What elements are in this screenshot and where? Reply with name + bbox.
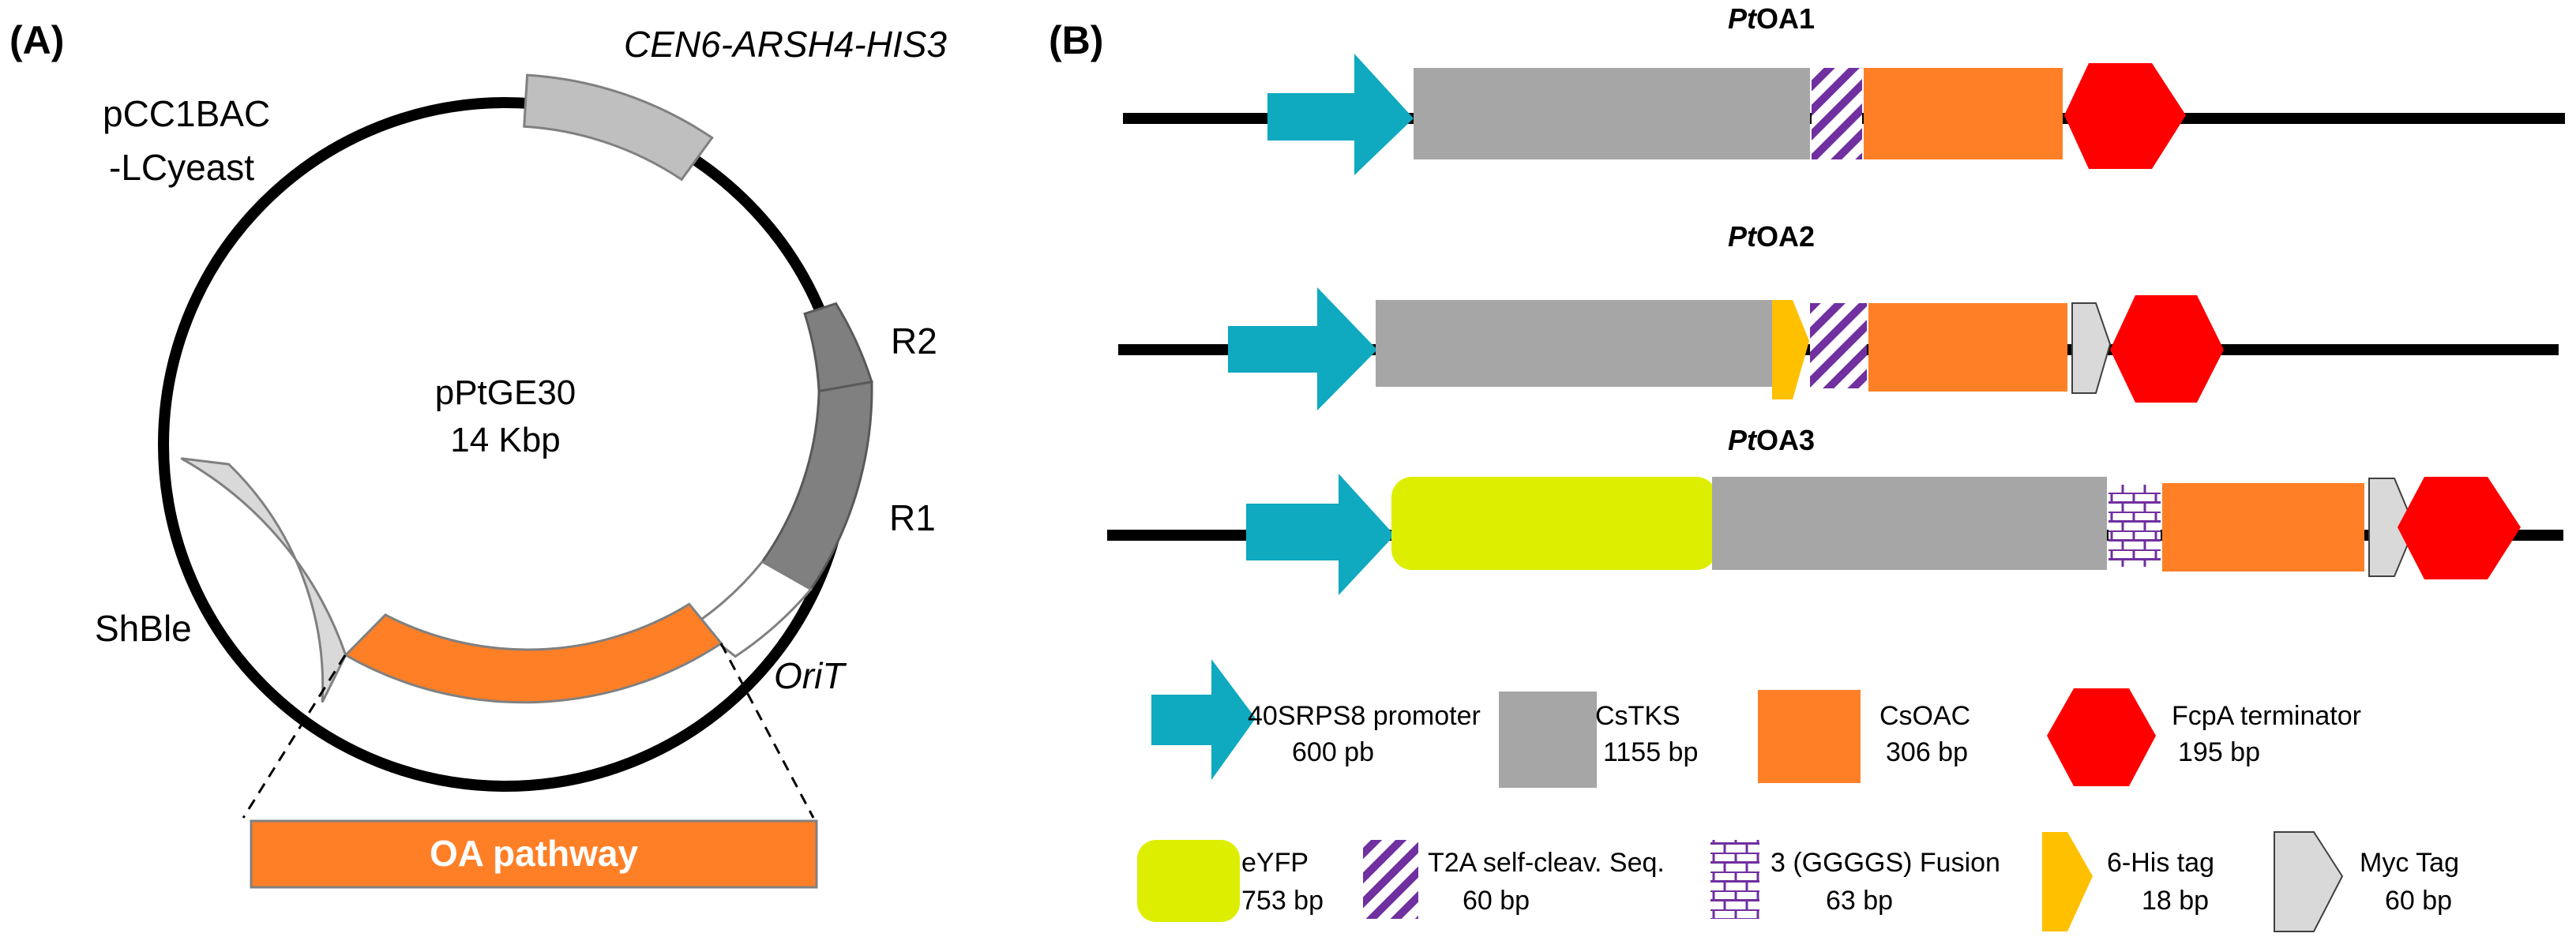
- construct-title: PtOA2: [1728, 220, 1815, 253]
- legend-histag-size: 18 bp: [2142, 886, 2209, 916]
- legend-promoter-icon: [1151, 659, 1256, 780]
- label-orit: OriT: [774, 655, 847, 696]
- legend-promoter-size: 600 pb: [1292, 737, 1374, 767]
- plasmid-size: 14 Kbp: [450, 421, 560, 459]
- legend-terminator-size: 195 bp: [2178, 737, 2260, 767]
- label-cen: CEN6-ARSH4-HIS3: [624, 24, 947, 65]
- csoac-block: [2162, 483, 2364, 572]
- terminator-hexagon: [2110, 295, 2224, 403]
- legend-eyfp-name: eYFP: [1241, 848, 1309, 878]
- construct-title-italic: Pt: [1728, 220, 1758, 253]
- segment-shble-arc: [180, 457, 347, 703]
- myc-tag-block: [2071, 302, 2112, 394]
- cstks-block: [1712, 477, 2107, 570]
- construct-oa3: PtOA3: [1107, 424, 2563, 595]
- csoac-block: [1864, 68, 2063, 159]
- terminator-hexagon: [2398, 477, 2521, 579]
- cstks-block: [1414, 68, 1810, 159]
- legend-t2a-name: T2A self-cleav. Seq.: [1428, 848, 1665, 878]
- terminator-hexagon: [2064, 63, 2186, 169]
- legend-terminator-icon: [2047, 688, 2156, 786]
- legend-t2a-size: 60 bp: [1463, 886, 1530, 916]
- legend-cstks-icon: [1499, 692, 1597, 788]
- panel-a-label: (A): [9, 18, 64, 62]
- legend-csoac-icon: [1758, 690, 1861, 783]
- oa-pathway-label: OA pathway: [430, 833, 639, 874]
- label-r2: R2: [891, 320, 937, 362]
- construct-title: PtOA3: [1728, 424, 1815, 456]
- legend-csoac-name: CsOAC: [1879, 701, 1970, 731]
- panel-a: (A) pPtGE30 14 Kbp CEN6-ARSH4-HIS3 pCC1B…: [9, 18, 947, 889]
- eyfp-block: [1391, 477, 1717, 570]
- construct-title-name: OA2: [1756, 220, 1815, 253]
- segment-r2-arc: [803, 302, 873, 393]
- panel-b-label: (B): [1049, 18, 1103, 62]
- legend-csoac-size: 306 bp: [1886, 737, 1968, 767]
- construct-oa2: PtOA2: [1118, 220, 2559, 410]
- legend-promoter-name: 40SRPS8 promoter: [1248, 701, 1481, 731]
- legend-terminator-name: FcpA terminator: [2172, 701, 2361, 731]
- legend-t2a-icon: [1363, 840, 1418, 919]
- construct-title-name: OA1: [1756, 2, 1815, 35]
- legend-fusion-size: 63 bp: [1826, 886, 1893, 916]
- construct-title-name: OA3: [1756, 424, 1815, 456]
- segment-oa-pathway-arc: [344, 602, 723, 704]
- construct-title-italic: Pt: [1728, 2, 1758, 35]
- label-r1: R1: [889, 497, 936, 538]
- legend-histag-name: 6-His tag: [2107, 848, 2214, 878]
- legend-eyfp-icon: [1137, 840, 1240, 922]
- legend-myc-name: Myc Tag: [2360, 848, 2459, 878]
- label-backbone-line2: -LCyeast: [109, 147, 254, 188]
- t2a-block: [1812, 68, 1862, 159]
- segment-cen-arc: [523, 73, 714, 182]
- t2a-block: [1810, 303, 1867, 388]
- legend-myc-icon: [2274, 831, 2344, 932]
- construct-title-italic: Pt: [1728, 424, 1758, 456]
- legend-fusion-icon: [1710, 840, 1759, 919]
- construct-title: PtOA1: [1728, 2, 1815, 35]
- promoter-arrow: [1267, 54, 1414, 175]
- panel-b: (B) PtOA1 PtOA2 PtOA3: [1049, 2, 2565, 932]
- oa-pathway-box: [250, 819, 818, 889]
- fusion-block: [2108, 485, 2161, 567]
- segment-r1-arc: [760, 380, 873, 591]
- legend-histag-icon: [2042, 832, 2093, 931]
- legend-myc-size: 60 bp: [2385, 886, 2452, 916]
- legend-cstks-name: CsTKS: [1595, 701, 1680, 731]
- legend-fusion-name: 3 (GGGGS) Fusion: [1771, 848, 2000, 878]
- label-backbone-line1: pCC1BAC: [103, 93, 270, 134]
- legend-cstks-size: 1155 bp: [1603, 737, 1698, 767]
- csoac-block: [1868, 303, 2067, 392]
- expansion-line-left: [242, 654, 347, 819]
- legend: 40SRPS8 promoter 600 pb CsTKS 1155 bp Cs…: [1137, 659, 2459, 932]
- promoter-arrow: [1228, 287, 1377, 410]
- legend-eyfp-size: 753 bp: [1241, 886, 1324, 916]
- plasmid-name: pPtGE30: [435, 373, 576, 412]
- histag-block: [1772, 300, 1809, 399]
- myc-tag-block: [2368, 478, 2416, 577]
- expansion-line-right: [719, 643, 815, 819]
- construct-oa1: PtOA1: [1123, 2, 2565, 175]
- label-shble: ShBle: [95, 608, 192, 649]
- cstks-block: [1376, 300, 1772, 387]
- promoter-arrow: [1246, 474, 1395, 595]
